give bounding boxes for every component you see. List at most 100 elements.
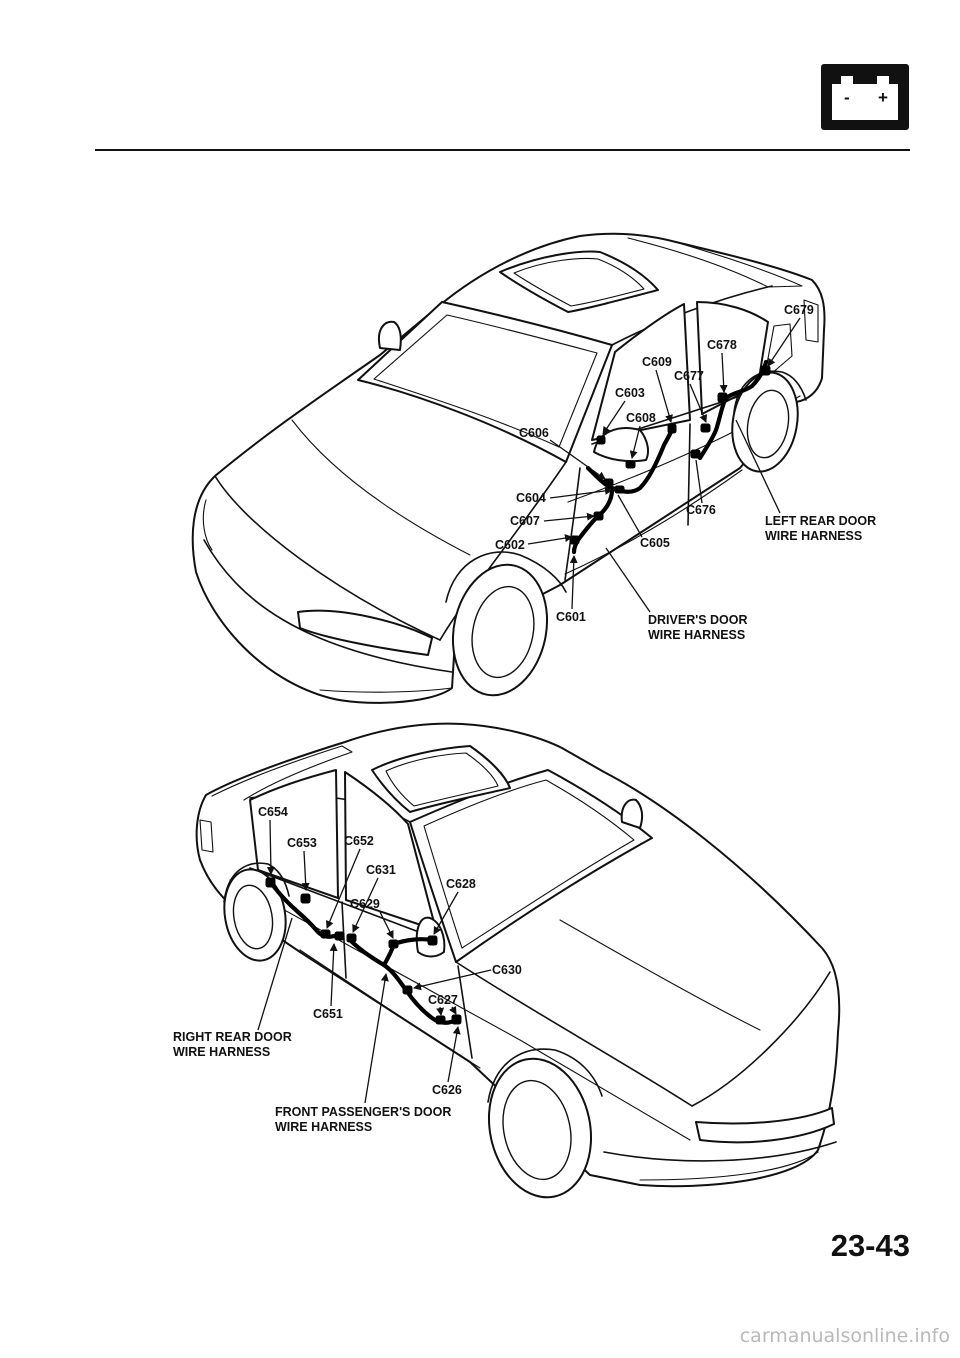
connector-label: C605 — [640, 536, 670, 550]
connector-plug — [265, 877, 276, 888]
bottom-car-tail-light — [199, 819, 214, 853]
connector-label: C651 — [313, 1007, 343, 1021]
harness-label-line2: WIRE HARNESS — [648, 628, 745, 642]
battery-icon-terminal-positive — [877, 76, 889, 85]
page-number: 23-43 — [831, 1228, 910, 1263]
bottom-car-bumper-line — [603, 1141, 837, 1162]
connector-plug — [435, 1015, 446, 1025]
connector-label: C677 — [674, 369, 704, 383]
harness-label-line2: WIRE HARNESS — [173, 1045, 270, 1059]
connector-plug — [760, 365, 771, 376]
harness-label-line1: LEFT REAR DOOR — [765, 514, 876, 528]
bottom-car-front-wheel — [487, 1048, 603, 1199]
connector-label: C607 — [510, 514, 540, 528]
harness-label-line1: RIGHT REAR DOOR — [173, 1030, 292, 1044]
bottom-car-headlight — [695, 1107, 835, 1144]
connector-label: C603 — [615, 386, 645, 400]
connector-label: C676 — [686, 503, 716, 517]
connector-plug — [402, 985, 413, 995]
harness-label-line1: FRONT PASSENGER'S DOOR — [275, 1105, 451, 1119]
top-car-front-wheel — [445, 551, 567, 697]
top-car-front-door-window — [591, 303, 691, 441]
bottom-car-harnesses — [265, 877, 462, 1025]
top-car-tail-light — [803, 299, 819, 343]
bottom-car-b-pillar-edge — [341, 901, 347, 979]
connector-label: C630 — [492, 963, 522, 977]
top-car-front-fender-line — [439, 461, 567, 641]
connector-label: C608 — [626, 411, 656, 425]
top-car-hood-crease — [291, 419, 471, 556]
connector-plug — [300, 893, 311, 904]
watermark: carmanualsonline.info — [740, 1325, 950, 1347]
top-car-diagram — [191, 232, 826, 704]
connector-label: C602 — [495, 538, 525, 552]
connector-plug — [614, 485, 625, 494]
connector-plug — [603, 478, 614, 487]
connector-label: C627 — [428, 993, 458, 1007]
bottom-connector-plugs — [265, 877, 462, 1025]
bottom-car-rocker-line — [299, 949, 481, 1069]
top-car-sunroof — [499, 250, 659, 313]
top-connector-plugs — [569, 365, 771, 545]
bottom-car-lower-lip — [639, 1151, 819, 1181]
top-car-rocker-line — [564, 469, 743, 575]
harness-label-line2: WIRE HARNESS — [275, 1120, 372, 1134]
bottom-car-diagram — [195, 722, 841, 1199]
top-car-far-lamp — [202, 499, 213, 551]
battery-plus-symbol: + — [878, 88, 888, 107]
connector-label: C631 — [366, 863, 396, 877]
driver-door-wire-harness-branch — [571, 487, 615, 555]
bottom-car-front-fender-line — [455, 961, 693, 1107]
bottom-car-sunroof-inner — [385, 752, 499, 807]
top-car-front-door-edge — [564, 467, 581, 581]
connector-plug — [625, 460, 636, 469]
connector-plug — [596, 435, 606, 445]
battery-icon-body — [832, 84, 898, 120]
bottom-connector-labels: C654 C653 C652 C631 C628 C629 C630 C627 … — [173, 805, 522, 1134]
top-car-hood-front-edge — [214, 475, 441, 641]
connector-label: C609 — [642, 355, 672, 369]
connector-plug — [593, 511, 604, 521]
top-car-rear-window — [627, 237, 803, 288]
connector-plug — [717, 392, 728, 403]
bottom-car-belt-line — [249, 867, 441, 941]
bottom-car-rear-window — [211, 745, 353, 801]
connector-plug — [700, 423, 711, 433]
harness-label-line1: DRIVER'S DOOR — [648, 613, 748, 627]
connector-label: C626 — [432, 1083, 462, 1097]
battery-icon: - + — [821, 64, 909, 130]
connector-plug — [346, 933, 357, 943]
battery-minus-symbol: - — [844, 88, 850, 107]
bottom-car-rear-wheel — [223, 862, 290, 962]
bottom-car-sunroof — [371, 745, 511, 813]
connector-label: C652 — [344, 834, 374, 848]
connector-plug — [320, 929, 331, 939]
top-car-windshield — [357, 301, 613, 463]
top-car-harnesses — [569, 359, 771, 555]
top-connector-labels: C679 C678 C609 C677 C603 C608 C606 C604 … — [495, 303, 876, 642]
top-car-far-mirror — [378, 320, 402, 351]
connector-plug — [690, 449, 701, 459]
top-car-bumper-line — [203, 539, 453, 673]
connector-plug — [667, 423, 677, 434]
bottom-leader-lines — [257, 819, 492, 1104]
bottom-car-front-door-window — [344, 771, 437, 931]
bottom-car-front-door-edge — [457, 965, 473, 1059]
connector-plug — [388, 939, 399, 949]
bottom-car-hood-front-edge — [691, 971, 831, 1107]
top-car-b-pillar-edge — [687, 423, 691, 526]
harness-label-line2: WIRE HARNESS — [765, 529, 862, 543]
top-car-lower-lip — [319, 687, 453, 693]
connector-label: C628 — [446, 877, 476, 891]
bottom-car-hood-crease — [559, 919, 761, 1031]
connector-label: C654 — [258, 805, 288, 819]
top-leader-lines — [527, 317, 801, 613]
connector-label: C606 — [519, 426, 549, 440]
connector-label: C604 — [516, 491, 546, 505]
bottom-car-windshield-inner — [423, 779, 635, 949]
battery-icon-terminal-negative — [841, 76, 853, 85]
top-car-sunroof-inner — [513, 257, 645, 307]
connector-label: C679 — [784, 303, 814, 317]
connector-label: C601 — [556, 610, 586, 624]
